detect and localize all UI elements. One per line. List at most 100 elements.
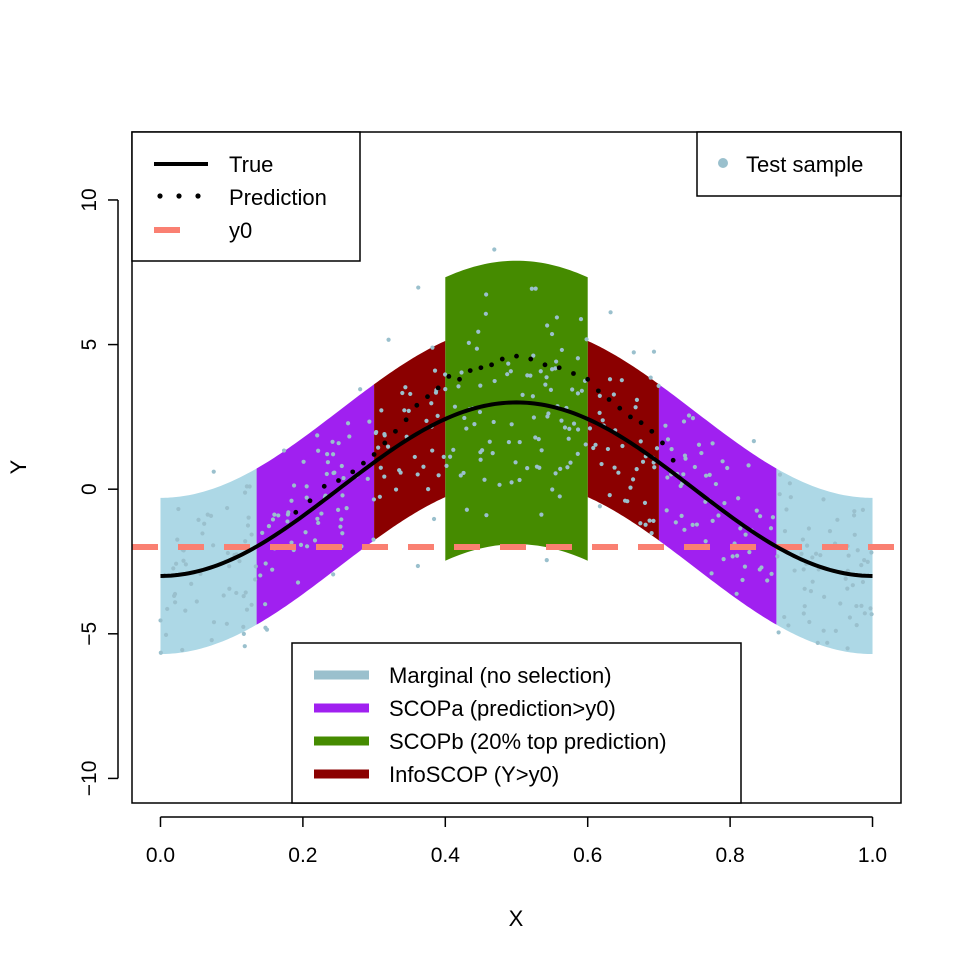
test-sample-point (579, 388, 584, 393)
test-sample-point (768, 526, 774, 531)
test-sample-point (478, 457, 483, 462)
test-sample-point (340, 493, 345, 498)
test-sample-point (183, 608, 188, 613)
prediction-point (467, 368, 473, 374)
test-sample-point (854, 603, 859, 609)
test-sample-point (531, 415, 537, 420)
test-sample-point (742, 564, 748, 569)
test-sample-point (549, 331, 555, 337)
test-sample-point (703, 539, 708, 544)
test-sample-point (673, 520, 678, 525)
test-sample-point (554, 359, 559, 364)
test-sample-point (850, 583, 855, 588)
test-sample-point (492, 378, 497, 384)
y-tick-label: 5 (78, 339, 101, 351)
test-sample-point (509, 480, 514, 485)
test-sample-point (477, 409, 483, 415)
test-sample-point (227, 586, 232, 591)
legend-true-label: True (229, 152, 273, 177)
test-sample-point (345, 421, 351, 426)
test-sample-point (536, 437, 541, 442)
test-sample-point (634, 467, 639, 472)
prediction-points (293, 353, 676, 515)
test-sample-point (497, 482, 502, 487)
legend-top-left-box (131, 131, 361, 262)
prediction-point (361, 460, 366, 466)
test-sample-point (709, 571, 714, 576)
test-sample-point (710, 441, 715, 446)
test-sample-point (690, 522, 695, 527)
test-sample-point (272, 512, 277, 517)
test-sample-point (686, 413, 692, 418)
test-sample-point (335, 507, 341, 512)
test-sample-point (865, 559, 870, 565)
test-sample-point (722, 500, 727, 506)
test-sample-point (263, 561, 268, 566)
test-sample-point (211, 543, 216, 548)
test-sample-point (158, 618, 163, 623)
test-sample-point (505, 372, 510, 377)
test-sample-point (611, 392, 616, 397)
test-sample-point (550, 487, 555, 492)
test-sample-point (165, 606, 170, 612)
test-sample-point (802, 604, 807, 609)
test-sample-point (575, 427, 581, 432)
test-sample-point (578, 316, 584, 322)
test-sample-point (249, 602, 254, 607)
test-sample-point (225, 550, 230, 556)
prediction-point (628, 414, 633, 420)
test-sample-point (513, 460, 518, 465)
legend-scopa-label: SCOPa (prediction>y0) (389, 696, 616, 721)
prediction-point (435, 385, 441, 391)
test-sample-point (734, 591, 739, 596)
test-sample-point (243, 590, 248, 595)
test-sample-point (546, 411, 551, 416)
test-sample-point (461, 470, 466, 476)
prediction-point (307, 498, 313, 504)
test-sample-point (189, 581, 194, 586)
band-marginal (776, 468, 873, 655)
test-sample-point (754, 508, 759, 513)
test-sample-point (638, 439, 643, 444)
test-sample-point (634, 397, 640, 402)
test-sample-point (786, 623, 791, 628)
test-sample-point (565, 465, 570, 470)
prediction-point (670, 457, 676, 463)
test-sample-point (183, 562, 188, 567)
test-sample-point (163, 632, 169, 637)
test-sample-point (567, 426, 572, 432)
x-tick-label: 0.2 (288, 844, 317, 867)
test-sample-point (810, 579, 815, 584)
test-sample-point (782, 614, 787, 620)
test-sample-point (224, 621, 229, 626)
test-sample-point (597, 410, 602, 415)
test-sample-point (770, 515, 776, 520)
test-sample-point (371, 497, 377, 502)
test-sample-point (319, 511, 324, 516)
prediction-point (528, 356, 534, 362)
test-sample-point (747, 550, 752, 555)
test-sample-point (176, 506, 181, 512)
test-sample-point (545, 323, 550, 328)
test-sample-point (544, 558, 549, 563)
test-sample-point (482, 477, 487, 482)
test-sample-point (241, 593, 246, 599)
prediction-point (478, 365, 484, 371)
test-sample-point (710, 518, 715, 523)
test-sample-point (801, 611, 806, 616)
test-sample-point (385, 444, 391, 449)
test-sample-point (777, 492, 782, 497)
prediction-point (499, 356, 505, 362)
test-sample-point (270, 517, 276, 522)
test-sample-point (243, 539, 248, 544)
true-curve (160, 400, 873, 578)
test-sample-point (822, 594, 827, 599)
test-sample-point (835, 517, 840, 522)
test-sample-point (583, 442, 588, 447)
test-sample-point (506, 439, 511, 445)
legend-marginal-label: Marginal (no selection) (389, 663, 612, 688)
test-sample-point (464, 507, 469, 512)
test-sample-point (304, 484, 309, 489)
test-sample-point (743, 532, 748, 537)
